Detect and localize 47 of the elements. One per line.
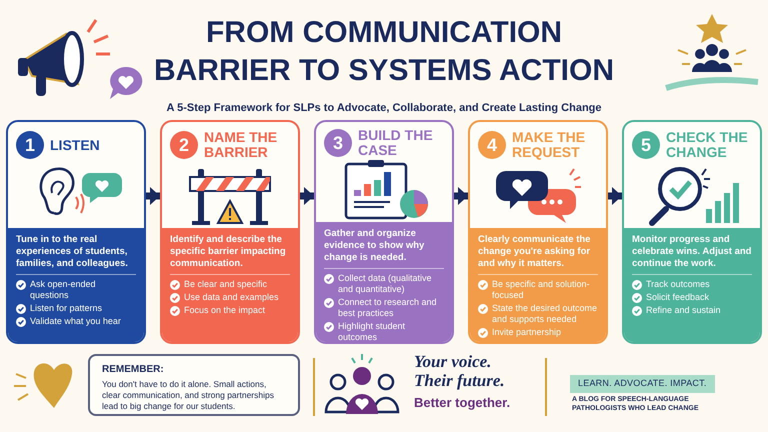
step-card xyxy=(314,120,454,344)
bullet-text: State the desired outcome and supports needed xyxy=(492,303,598,325)
bullet-text: Use data and examples xyxy=(184,292,279,303)
step-number: 4 xyxy=(478,131,506,159)
step-title: BUILD THE CASE xyxy=(358,128,434,158)
step-title: LISTEN xyxy=(50,138,100,152)
step-title: MAKE THE REQUEST xyxy=(512,130,586,160)
step-number: 3 xyxy=(324,129,352,157)
bullet-text: Listen for patterns xyxy=(30,303,102,314)
arrow xyxy=(608,187,622,205)
bullet-text: Track outcomes xyxy=(646,279,710,290)
step-card xyxy=(622,120,762,344)
step-description: Monitor progress and celebrate wins. Adjust and continue the work. xyxy=(632,234,752,270)
bullet-text: Collect data (qualitative and quantitative) xyxy=(338,273,433,295)
bullet-text: Connect to research and best practices xyxy=(338,297,438,319)
reminder-box xyxy=(88,354,300,416)
step-description: Clearly communicate the change you're asking for and why it matters. xyxy=(478,234,592,270)
step-title: NAME THE BARRIER xyxy=(204,130,278,160)
bullet-text: Focus on the impact xyxy=(184,305,266,316)
reminder-heading: REMEMBER: xyxy=(102,363,165,377)
step-title: CHECK THE CHANGE xyxy=(666,130,749,160)
step-card xyxy=(468,120,608,344)
step-description: Identify and describe the specific barrier impacting communication. xyxy=(170,234,287,270)
bullet-text: Ask open-ended questions xyxy=(30,279,97,301)
bullet-text: Refine and sustain xyxy=(646,305,721,316)
step-description: Tune in to the real experiences of students, families, and colleagues. xyxy=(16,234,129,270)
bullet-text: Invite partnership xyxy=(492,327,562,338)
bullet-text: Be clear and specific xyxy=(184,279,268,290)
arrow xyxy=(300,187,314,205)
step-card xyxy=(160,120,300,344)
step-card xyxy=(6,120,146,344)
bullet-text: Validate what you hear xyxy=(30,316,121,327)
slogan: Your voice. Their future. xyxy=(414,352,506,390)
subtitle: A 5-Step Framework for SLPs to Advocate, Collaborate, and Create Lasting Change xyxy=(166,101,602,116)
step-number: 1 xyxy=(16,131,44,159)
bullet-text: Highlight student outcomes xyxy=(338,321,406,342)
slogan-emphasis: Better together. xyxy=(414,394,512,412)
arrow xyxy=(146,187,160,205)
step-number: 2 xyxy=(170,131,198,159)
bullet-text: Solicit feedback xyxy=(646,292,710,303)
bullet-text: Be specific and solution-focused xyxy=(492,279,591,301)
step-number: 5 xyxy=(632,131,660,159)
title: FROM COMMUNICATION BARRIER TO SYSTEMS ACTION xyxy=(152,15,616,89)
step-description: Gather and organize evidence to show why change is needed. xyxy=(324,228,426,264)
reminder-text: You don't have to do it alone. Small actions, clear communication, and strong partnerships lead to big change for our students. xyxy=(102,379,275,412)
tagline-ribbon: LEARN. ADVOCATE. IMPACT. xyxy=(570,375,715,392)
arrow xyxy=(454,187,468,205)
